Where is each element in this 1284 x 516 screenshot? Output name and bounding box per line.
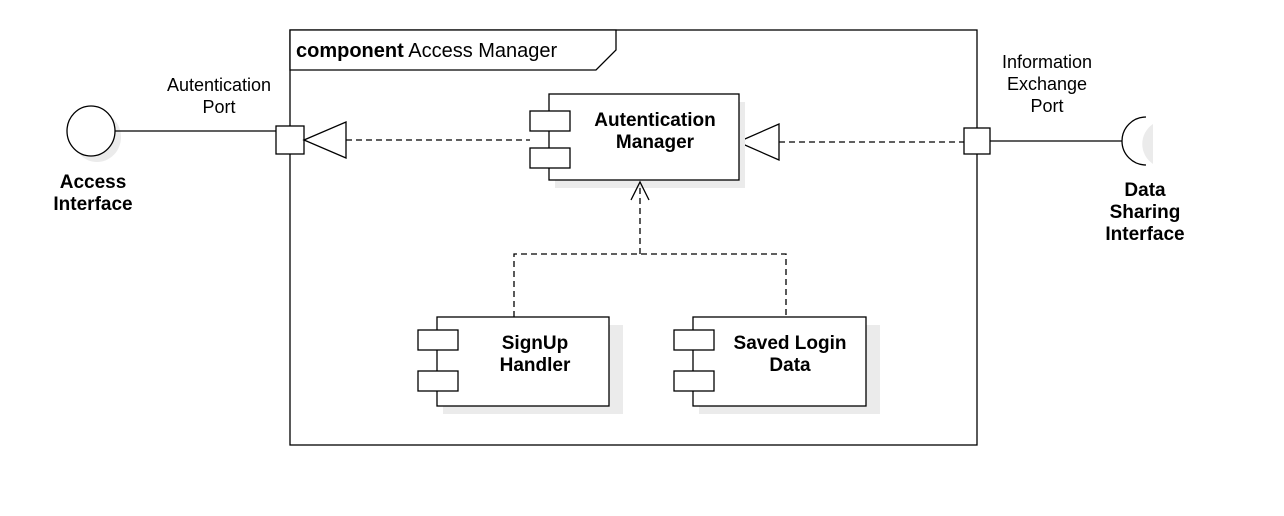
saved-login-data-label-line1: Saved Login [734, 333, 847, 354]
realization-left-arrowhead [302, 121, 347, 159]
autentication-manager-label-line1: Autentication [594, 110, 715, 131]
dependency-arrowhead [630, 180, 650, 201]
frame-name: Access Manager [408, 40, 557, 62]
saved-login-data-component: Saved Login Data [673, 316, 880, 414]
autentication-manager-label-line2: Manager [616, 132, 695, 153]
saved-login-data-tab-bottom [673, 370, 715, 392]
frame-keyword: component [296, 40, 404, 62]
data-sharing-interface-label-line1: Data [1124, 180, 1166, 201]
access-interface-label-line1: Access [60, 172, 127, 193]
information-exchange-port-label-line2: Exchange [1007, 74, 1087, 94]
dependencies [513, 180, 787, 317]
frame-title: component Access Manager [296, 40, 558, 62]
autentication-manager-tab-bottom [529, 147, 571, 169]
realization-to-left-port [302, 121, 530, 159]
data-sharing-interface-label-line3: Interface [1105, 224, 1184, 245]
data-sharing-interface: Data Sharing Interface [990, 116, 1185, 245]
realization-right-arrowhead [736, 123, 780, 161]
signup-handler-tab-bottom [417, 370, 459, 392]
access-interface-label-line2: Interface [53, 194, 132, 215]
signup-handler-box [436, 316, 610, 407]
autentication-port-box [275, 125, 305, 155]
information-exchange-port-box [963, 127, 991, 155]
information-exchange-port-label-line3: Port [1030, 96, 1063, 116]
signup-handler-component: SignUp Handler [417, 316, 623, 414]
saved-login-data-tab-top [673, 329, 715, 351]
realization-from-right-port [736, 123, 964, 161]
data-sharing-socket-shadow [1142, 124, 1153, 164]
autentication-port-label-line2: Port [202, 97, 235, 117]
frame-name-tab [289, 29, 617, 71]
signup-handler-label-line2: Handler [500, 355, 571, 376]
access-interface-circle [66, 105, 116, 157]
autentication-port: Autentication Port [167, 75, 305, 155]
saved-login-data-label-line2: Data [769, 355, 811, 376]
autentication-manager-component: Autentication Manager [529, 93, 745, 188]
autentication-port-label-line1: Autentication [167, 75, 271, 95]
dependency-branch-lines [513, 253, 787, 317]
autentication-manager-tab-top [529, 110, 571, 132]
data-sharing-interface-label-line2: Sharing [1110, 202, 1181, 223]
signup-handler-tab-top [417, 329, 459, 351]
access-interface: Access Interface [53, 105, 276, 215]
information-exchange-port: Information Exchange Port [963, 52, 1092, 155]
saved-login-data-box [692, 316, 867, 407]
signup-handler-label-line1: SignUp [502, 333, 569, 354]
autentication-manager-box [548, 93, 740, 181]
data-sharing-socket [1121, 116, 1147, 166]
information-exchange-port-label-line1: Information [1002, 52, 1092, 72]
